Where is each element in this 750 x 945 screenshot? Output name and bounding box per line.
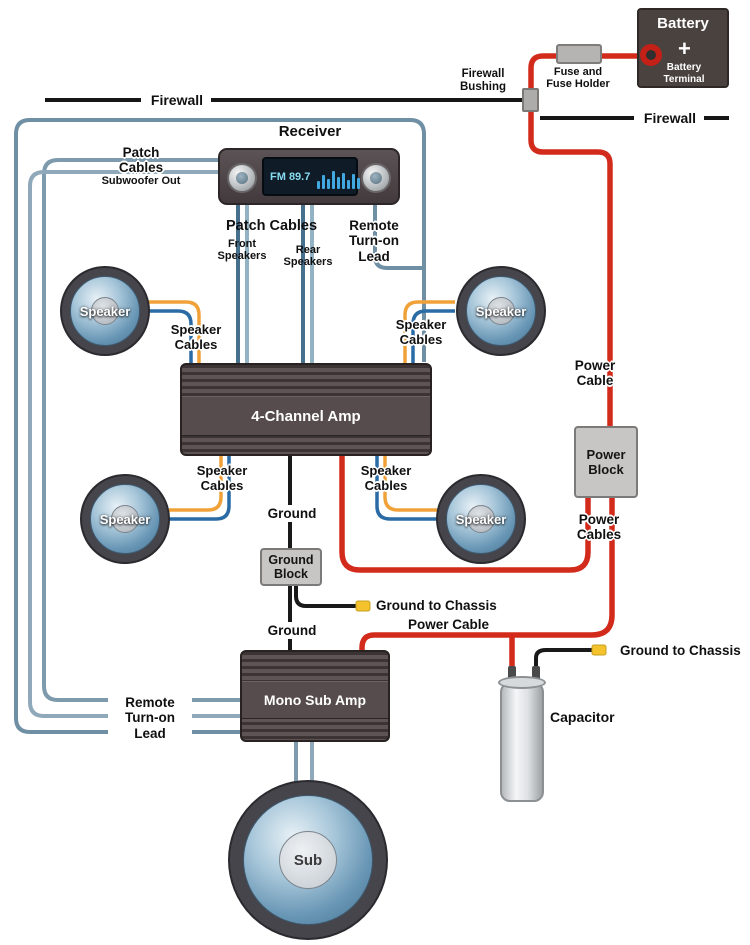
power-cable-to-mono-amp bbox=[359, 498, 615, 652]
chassis-terminal-upper bbox=[355, 600, 371, 612]
ground-to-chassis-label-lower: Ground to Chassis bbox=[620, 643, 741, 658]
capacitor-top bbox=[498, 676, 546, 689]
receiver: FM 89.7 bbox=[218, 148, 400, 205]
ground-wire-chassis-upper bbox=[294, 586, 356, 608]
speaker-rear-right: Speaker bbox=[436, 474, 526, 564]
speaker-cable-fl-blue bbox=[147, 309, 193, 363]
battery-terminal-label: Battery Terminal bbox=[663, 62, 705, 85]
fuse-holder bbox=[556, 44, 602, 64]
receiver-title: Receiver bbox=[278, 123, 342, 140]
firewall-label-right: Firewall bbox=[636, 110, 704, 128]
speaker-dustcap bbox=[111, 505, 139, 533]
firewall-bushing bbox=[522, 88, 539, 112]
speaker-label: Speaker bbox=[475, 303, 527, 319]
capacitor-negative-terminal bbox=[532, 666, 540, 682]
remote-turn-on-wire-long bbox=[14, 118, 426, 734]
power-cable-main bbox=[528, 53, 646, 426]
power-cables-label: Power Cables bbox=[576, 512, 622, 543]
speaker-cable-fr-orange bbox=[403, 300, 455, 363]
remote-turn-on-label-top: Remote Turn-on Lead bbox=[349, 218, 399, 264]
battery-plus-icon: + bbox=[678, 36, 691, 61]
speaker-cable-rl-blue bbox=[169, 456, 231, 521]
capacitor bbox=[500, 682, 544, 802]
frequency-readout: FM 89.7 bbox=[270, 170, 311, 183]
sub-label: Sub bbox=[293, 851, 323, 869]
knob-center bbox=[370, 172, 382, 184]
eq-bar bbox=[317, 180, 321, 189]
power-cable-to-4ch-amp bbox=[339, 456, 591, 573]
speaker-dustcap bbox=[279, 831, 337, 889]
speaker-cable-rl-orange bbox=[169, 456, 223, 512]
receiver-display: FM 89.7 bbox=[262, 157, 361, 196]
speaker-cable-rr-blue bbox=[375, 456, 437, 521]
firewall-label-left: Firewall bbox=[143, 92, 211, 110]
fuse-label: Fuse and Fuse Holder bbox=[546, 66, 610, 91]
speaker-rear-left: Speaker bbox=[80, 474, 170, 564]
patch-subwoofer-wire-2 bbox=[28, 170, 242, 718]
patch-cables-subwoofer-label: Patch Cables bbox=[118, 145, 164, 176]
speaker-cable-fr-blue bbox=[411, 309, 455, 363]
speaker-cables-label-fr: Speaker Cables bbox=[395, 317, 447, 347]
ground-block: Ground Block bbox=[260, 548, 322, 586]
mono-sub-amp: Mono Sub Amp bbox=[240, 650, 390, 742]
front-speakers-label: Front Speakers bbox=[217, 238, 267, 263]
ground-wire-chassis-lower bbox=[534, 648, 592, 668]
subwoofer: Sub bbox=[228, 780, 388, 940]
knob-center bbox=[236, 172, 248, 184]
eq-bar bbox=[327, 178, 331, 189]
ground-to-chassis-label-upper: Ground to Chassis bbox=[376, 598, 497, 613]
power-cable-label-bottom: Power Cable bbox=[408, 617, 490, 632]
eq-bar bbox=[342, 172, 346, 189]
speaker-dustcap bbox=[91, 297, 119, 325]
power-block: Power Block bbox=[574, 426, 638, 498]
eq-bar bbox=[322, 174, 326, 189]
speaker-cable-fl-orange bbox=[147, 300, 201, 363]
battery-terminal-icon bbox=[640, 44, 662, 66]
subwoofer-out-label: Subwoofer Out bbox=[101, 175, 181, 187]
eq-bar bbox=[352, 173, 356, 189]
speaker-cable-rr-orange bbox=[383, 456, 437, 512]
power-cable-label-right: Power Cable bbox=[574, 358, 616, 389]
ground-label-lower: Ground bbox=[260, 622, 324, 640]
mono-sub-amp-label: Mono Sub Amp bbox=[242, 681, 388, 719]
volume-knob-icon[interactable] bbox=[227, 163, 257, 193]
remote-turn-on-label-bottom: Remote Turn-on Lead bbox=[108, 694, 192, 742]
speaker-front-right: Speaker bbox=[456, 266, 546, 356]
rear-speakers-label: Rear Speakers bbox=[283, 244, 333, 269]
ground-label-upper: Ground bbox=[260, 505, 324, 523]
remote-turn-on-wire-receiver bbox=[373, 205, 424, 270]
speaker-dustcap bbox=[487, 297, 515, 325]
speaker-cables-label-rr: Speaker Cables bbox=[360, 463, 412, 493]
eq-bar bbox=[347, 179, 351, 189]
eq-bars bbox=[317, 165, 361, 189]
patch-subwoofer-wire-1 bbox=[42, 158, 242, 702]
tuning-knob-icon[interactable] bbox=[361, 163, 391, 193]
speaker-label: Speaker bbox=[99, 511, 151, 527]
four-channel-amp-label: 4-Channel Amp bbox=[182, 396, 430, 436]
capacitor-positive-terminal bbox=[508, 666, 516, 682]
speaker-front-left: Speaker bbox=[60, 266, 150, 356]
speaker-cables-label-fl: Speaker Cables bbox=[170, 322, 222, 352]
four-channel-amp: 4-Channel Amp bbox=[180, 363, 432, 456]
speaker-label: Speaker bbox=[455, 511, 507, 527]
eq-bar bbox=[332, 170, 336, 189]
firewall-bushing-label: Firewall Bushing bbox=[460, 68, 506, 93]
speaker-cables-label-rl: Speaker Cables bbox=[196, 463, 248, 493]
eq-bar bbox=[357, 177, 361, 189]
patch-cables-label: Patch Cables bbox=[226, 218, 318, 234]
capacitor-label: Capacitor bbox=[550, 709, 615, 725]
eq-bar bbox=[337, 176, 341, 189]
chassis-terminal-lower bbox=[591, 644, 607, 656]
speaker-dustcap bbox=[467, 505, 495, 533]
speaker-label: Speaker bbox=[79, 303, 131, 319]
battery-title: Battery bbox=[657, 15, 709, 32]
